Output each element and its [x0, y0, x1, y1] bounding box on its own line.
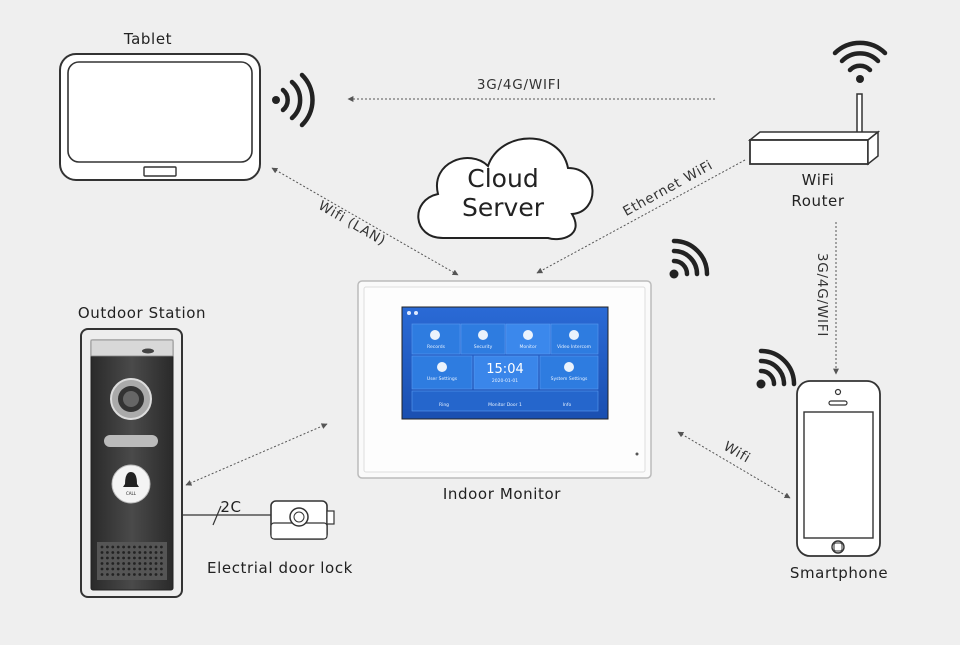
tile-system-settings: System Settings — [551, 376, 588, 382]
tile-records: Records — [427, 344, 446, 350]
arrow-phone-monitor — [677, 431, 791, 499]
label-router-to-tablet: 3G/4G/WIFI — [477, 77, 561, 93]
label-tablet-monitor: Wifi (LAN) — [315, 198, 388, 250]
label-indoor-monitor: Indoor Monitor — [443, 485, 561, 503]
label-tablet: Tablet — [123, 30, 172, 48]
wifi-icon — [832, 40, 888, 83]
arrow-station-monitor — [185, 423, 328, 486]
wifi-icon — [756, 348, 797, 389]
wifi-router — [747, 93, 881, 166]
cloud-label-line2: Server — [462, 193, 545, 222]
tile-monitor: Monitor — [519, 344, 536, 350]
bar-ring: Ring — [439, 402, 449, 408]
label-door-lock: Electrial door lock — [207, 559, 353, 577]
tile-user-settings: User Settings — [427, 376, 458, 382]
bar-monitor-door: Monitor Door 1 — [488, 402, 522, 408]
speaker-grille — [100, 545, 163, 576]
bar-info: Info — [563, 402, 572, 408]
outdoor-station: CALL — [80, 328, 183, 598]
wire-tick — [212, 505, 222, 526]
wifi-icon — [272, 72, 315, 128]
indoor-monitor: Records Security Monitor Video Intercom … — [357, 280, 652, 479]
smartphone — [796, 380, 881, 557]
bell-icon — [123, 472, 139, 487]
label-router-to-phone: 3G/4G/WIFI — [814, 253, 830, 337]
label-2c: 2C — [220, 498, 241, 516]
cloud-server: Cloud Server — [417, 137, 594, 241]
call-label: CALL — [126, 491, 137, 496]
arrow-router-to-monitor — [536, 159, 746, 274]
label-router-line2: Router — [791, 192, 845, 210]
label-outdoor-station: Outdoor Station — [78, 304, 206, 322]
wifi-icon — [669, 238, 710, 279]
door-lock — [270, 500, 335, 540]
label-router-line1: WiFi — [802, 171, 835, 189]
screen-time: 15:04 — [486, 362, 523, 377]
screen-date: 2020-01-01 — [492, 378, 518, 384]
tile-video-intercom: Video Intercom — [557, 344, 591, 350]
label-smartphone: Smartphone — [790, 564, 888, 582]
cloud-label-line1: Cloud — [467, 164, 538, 193]
tablet-device — [59, 53, 261, 181]
label-router-to-monitor: Ethernet WiFi — [620, 157, 715, 220]
tile-security: Security — [474, 344, 493, 350]
label-phone-monitor: Wifi — [721, 438, 754, 466]
